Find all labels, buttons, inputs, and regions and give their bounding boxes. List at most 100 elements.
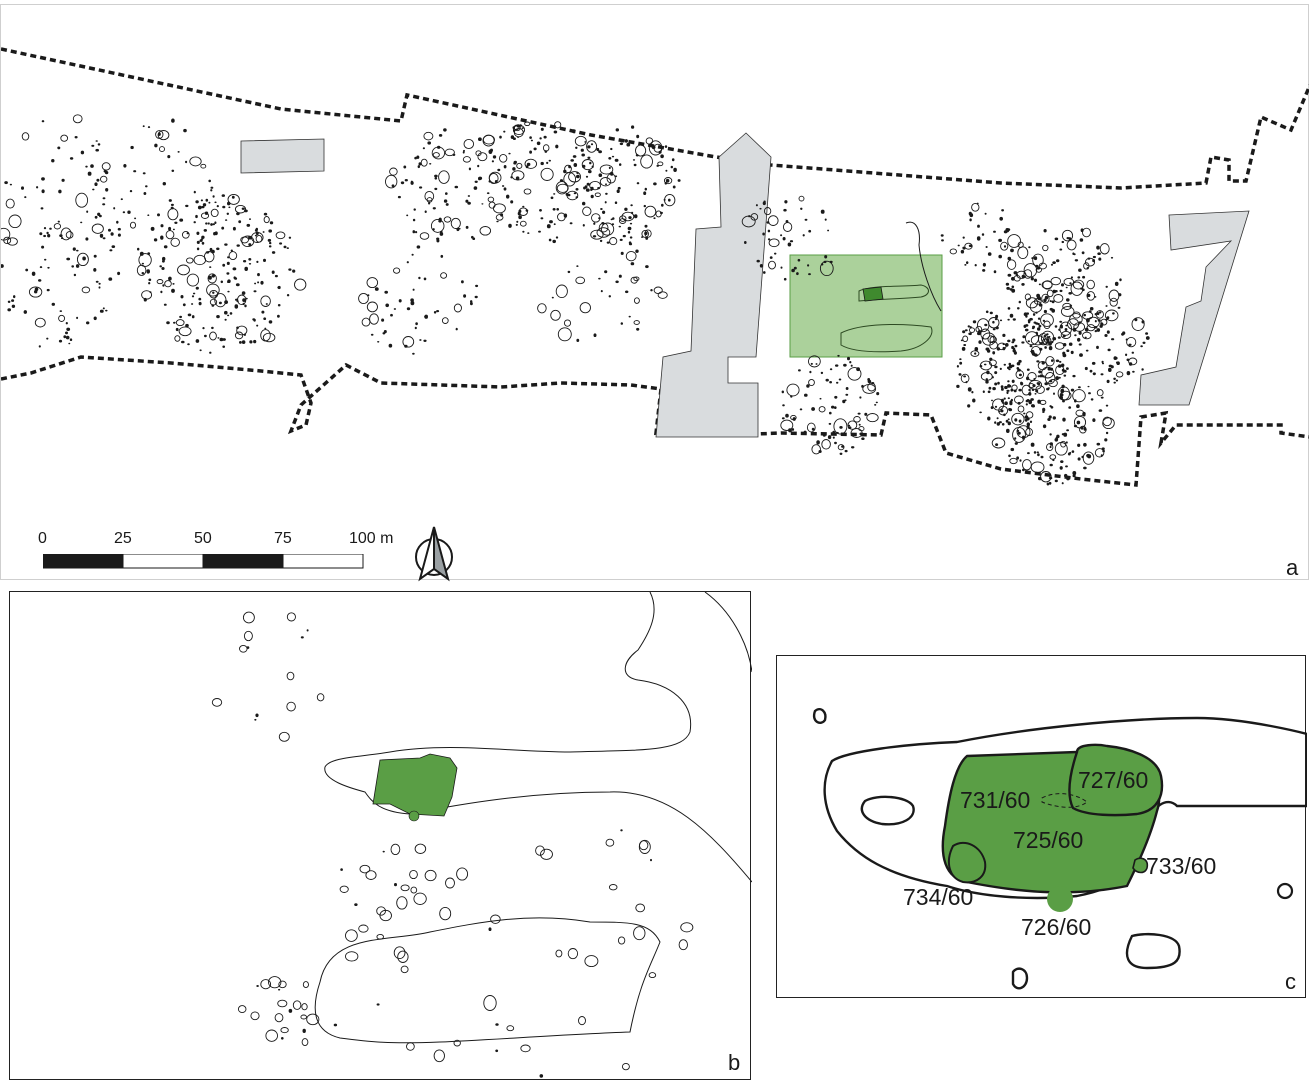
- feature-mark: [633, 297, 640, 304]
- feature-mark: [1014, 395, 1024, 404]
- feature-mark: [524, 121, 531, 127]
- feature-mark: [599, 177, 612, 187]
- feature-734: [947, 841, 987, 884]
- feature-mark: [417, 165, 420, 169]
- feature-mark: [1122, 331, 1126, 335]
- feature-mark: [1048, 415, 1052, 419]
- feature-mark: [445, 877, 455, 889]
- feature-mark: [762, 201, 766, 206]
- feature-mark: [86, 210, 89, 213]
- feature-mark: [540, 127, 544, 131]
- feature-mark: [61, 178, 65, 182]
- feature-mark: [456, 867, 469, 881]
- feature-mark: [248, 258, 252, 261]
- feature-mark: [1029, 345, 1033, 348]
- feature-mark: [264, 327, 267, 330]
- feature-mark: [970, 350, 980, 357]
- feature-mark: [793, 266, 797, 270]
- feature-mark: [205, 251, 210, 254]
- feature-mark: [1035, 267, 1042, 273]
- feature-mark: [650, 858, 652, 862]
- feature-mark: [967, 325, 970, 328]
- feature-mark: [117, 227, 121, 231]
- feature-mark: [268, 976, 282, 989]
- feature-mark: [145, 185, 148, 188]
- feature-mark: [968, 211, 972, 216]
- feature-mark: [847, 356, 850, 361]
- feature-mark: [1038, 324, 1042, 328]
- feature-mark: [1011, 288, 1016, 293]
- feature-mark: [179, 218, 184, 222]
- feature-mark: [1054, 438, 1059, 442]
- feature-mark: [495, 1023, 499, 1026]
- feature-mark: [806, 422, 816, 433]
- feature-mark: [962, 330, 966, 334]
- feature-mark: [246, 223, 251, 227]
- feature-mark: [994, 382, 998, 386]
- feature-mark: [850, 364, 853, 367]
- feature-mark: [1021, 283, 1025, 286]
- feature-mark: [1083, 313, 1086, 317]
- feature-mark: [976, 202, 979, 205]
- feature-mark: [791, 268, 795, 273]
- feature-mark: [790, 414, 797, 421]
- feature-mark: [1022, 468, 1025, 472]
- feature-mark: [1006, 391, 1009, 395]
- feature-mark: [1079, 353, 1083, 357]
- feature-mark: [358, 924, 369, 933]
- stone-2: [1125, 932, 1181, 970]
- feature-mark: [410, 298, 414, 302]
- feature-mark: [1020, 382, 1024, 386]
- feature-mark: [222, 338, 226, 341]
- feature-mark: [1069, 451, 1072, 454]
- feature-mark: [58, 189, 62, 194]
- feature-mark: [1085, 349, 1089, 352]
- feature-mark: [1011, 412, 1025, 426]
- feature-mark: [255, 227, 258, 231]
- feature-mark: [465, 225, 469, 229]
- feature-mark: [432, 228, 435, 231]
- feature-mark: [645, 137, 654, 145]
- feature-mark: [21, 132, 30, 141]
- feature-mark: [60, 134, 69, 142]
- feature-mark: [657, 291, 668, 299]
- feature-mark: [762, 232, 765, 236]
- feature-mark: [807, 264, 810, 267]
- feature-mark: [228, 251, 238, 261]
- feature-mark: [66, 327, 71, 331]
- feature-mark: [503, 130, 506, 133]
- feature-mark: [1025, 411, 1034, 419]
- feature-mark: [402, 336, 415, 348]
- feature-mark: [400, 884, 410, 892]
- feature-mark: [576, 338, 580, 342]
- feature-mark: [207, 222, 210, 225]
- feature-mark: [301, 1038, 309, 1047]
- feature-mark: [93, 316, 97, 321]
- feature-mark: [182, 303, 186, 307]
- feature-mark: [605, 192, 608, 195]
- feature-mark: [31, 271, 36, 276]
- feature-mark: [825, 378, 829, 382]
- feature-mark: [1044, 295, 1049, 300]
- feature-mark: [333, 1023, 338, 1027]
- feature-mark: [76, 249, 79, 252]
- feature-mark: [1043, 334, 1047, 338]
- feature-mark: [598, 277, 601, 280]
- feature-mark: [1061, 240, 1065, 244]
- feature-mark: [1007, 339, 1011, 343]
- feature-mark: [538, 230, 541, 233]
- feature-mark: [1052, 261, 1056, 264]
- feature-mark: [234, 204, 247, 214]
- feature-mark: [390, 313, 393, 317]
- feature-mark: [506, 194, 510, 199]
- feature-mark: [44, 258, 47, 261]
- feature-mark: [1007, 366, 1010, 370]
- feature-mark: [1072, 389, 1086, 403]
- feature-mark: [836, 381, 839, 384]
- feature-mark: [835, 364, 839, 367]
- feature-mark: [1071, 450, 1075, 453]
- feature-mark: [553, 193, 556, 195]
- feature-mark: [440, 272, 448, 279]
- feature-mark: [419, 339, 422, 341]
- feature-mark: [174, 221, 178, 224]
